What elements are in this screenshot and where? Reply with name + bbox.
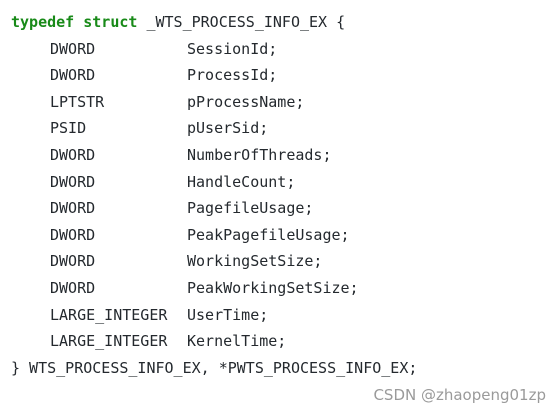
- field-line: DWORD ProcessId;: [11, 62, 560, 89]
- field-type: DWORD: [50, 172, 96, 191]
- struct-name: _WTS_PROCESS_INFO_EX: [146, 13, 328, 31]
- field-name: WorkingSetSize;: [187, 252, 323, 271]
- field-line: DWORD PeakWorkingSetSize;: [11, 275, 560, 302]
- field-type: DWORD: [50, 66, 96, 85]
- field-type: DWORD: [50, 145, 96, 164]
- keyword-struct: struct: [83, 13, 138, 31]
- field-type: LPTSTR: [50, 92, 105, 111]
- watermark: CSDN @zhaopeng01zp: [373, 386, 546, 404]
- open-brace: {: [336, 13, 346, 31]
- field-type: PSID: [50, 119, 87, 138]
- field-line: DWORD WorkingSetSize;: [11, 248, 560, 275]
- field-line: DWORD HandleCount;: [11, 169, 560, 196]
- field-name: HandleCount;: [187, 172, 296, 191]
- field-type: DWORD: [50, 278, 96, 297]
- field-line: LPTSTR pProcessName;: [11, 89, 560, 116]
- field-line: DWORD PagefileUsage;: [11, 195, 560, 222]
- field-name: pProcessName;: [187, 92, 305, 111]
- field-line: LARGE_INTEGER UserTime;: [11, 302, 560, 329]
- field-name: PeakWorkingSetSize;: [187, 278, 359, 297]
- field-name: ProcessId;: [187, 66, 278, 85]
- field-line: LARGE_INTEGER KernelTime;: [11, 328, 560, 355]
- field-name: PagefileUsage;: [187, 199, 314, 218]
- field-line: DWORD SessionId;: [11, 36, 560, 63]
- field-type: DWORD: [50, 39, 96, 58]
- field-name: PeakPagefileUsage;: [187, 225, 350, 244]
- field-name: SessionId;: [187, 39, 278, 58]
- field-type: DWORD: [50, 199, 96, 218]
- struct-closing-line: } WTS_PROCESS_INFO_EX, *PWTS_PROCESS_INF…: [11, 358, 418, 377]
- field-line: DWORD NumberOfThreads;: [11, 142, 560, 169]
- field-type: LARGE_INTEGER: [50, 332, 168, 351]
- field-line: PSID pUserSid;: [11, 115, 560, 142]
- struct-declaration-line: typedef struct _WTS_PROCESS_INFO_EX {: [11, 9, 560, 36]
- field-type: DWORD: [50, 225, 96, 244]
- field-type: LARGE_INTEGER: [50, 305, 168, 324]
- field-line: DWORD PeakPagefileUsage;: [11, 222, 560, 249]
- field-name: NumberOfThreads;: [187, 145, 332, 164]
- field-name: UserTime;: [187, 305, 269, 324]
- keyword-typedef: typedef: [11, 13, 75, 31]
- field-name: pUserSid;: [187, 119, 269, 138]
- field-name: KernelTime;: [187, 332, 287, 351]
- field-type: DWORD: [50, 252, 96, 271]
